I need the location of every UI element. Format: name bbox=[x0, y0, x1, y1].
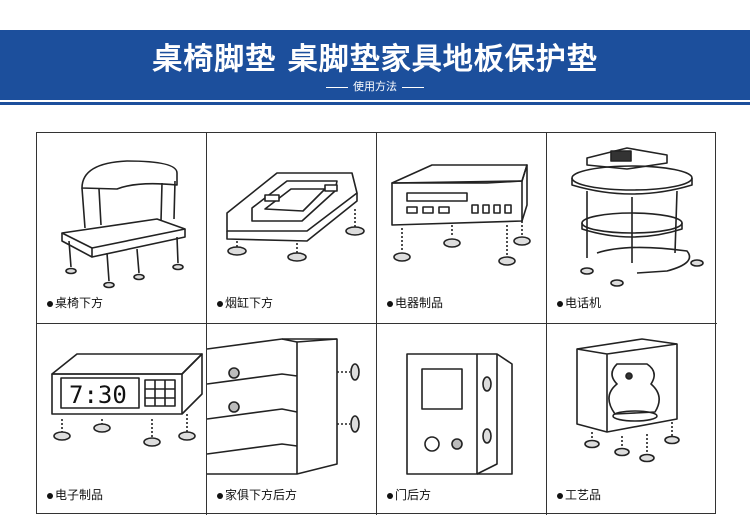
electronic-device-icon bbox=[391, 164, 531, 266]
usage-grid: 桌椅下方 烟缸下方 bbox=[36, 132, 717, 515]
usage-item-door: 门后方 bbox=[377, 324, 547, 515]
usage-label: 家俱下方后方 bbox=[217, 486, 297, 503]
usage-label: 电话机 bbox=[557, 294, 601, 311]
clock-display: 7:30 bbox=[69, 381, 127, 409]
section-subtitle: 使用方法 bbox=[0, 78, 750, 94]
usage-label: 工艺品 bbox=[557, 486, 601, 503]
usage-item-electronics: 电器制品 bbox=[377, 133, 547, 324]
subtitle-text: 使用方法 bbox=[353, 80, 397, 93]
page-title: 桌椅脚垫 桌脚垫家具地板保护垫 bbox=[152, 42, 598, 77]
usage-item-cabinet: 家俱下方后方 bbox=[207, 324, 377, 515]
banner-background bbox=[0, 30, 750, 100]
banner-underline bbox=[0, 102, 750, 105]
usage-item-ashtray: 烟缸下方 bbox=[207, 133, 377, 324]
usage-label: 门后方 bbox=[387, 486, 431, 503]
crafts-display-icon bbox=[576, 338, 680, 463]
cabinet-icon bbox=[207, 338, 360, 475]
usage-label: 电器制品 bbox=[387, 294, 443, 311]
telephone-icon bbox=[571, 147, 704, 287]
usage-item-chair: 桌椅下方 bbox=[37, 133, 207, 324]
usage-label: 烟缸下方 bbox=[217, 294, 273, 311]
usage-label: 桌椅下方 bbox=[47, 294, 103, 311]
usage-item-telephone: 电话机 bbox=[547, 133, 717, 324]
usage-label: 电子制品 bbox=[47, 486, 103, 503]
usage-item-crafts: 工艺品 bbox=[547, 324, 717, 515]
chair-icon bbox=[61, 160, 186, 289]
door-safe-icon bbox=[406, 353, 513, 475]
ashtray-icon bbox=[226, 172, 365, 262]
header-banner: 桌椅脚垫 桌脚垫家具地板保护垫 使用方法 bbox=[0, 0, 750, 112]
usage-item-digital: 7:30 电子制品 bbox=[37, 324, 207, 515]
digital-clock-icon: 7:30 bbox=[51, 353, 203, 447]
